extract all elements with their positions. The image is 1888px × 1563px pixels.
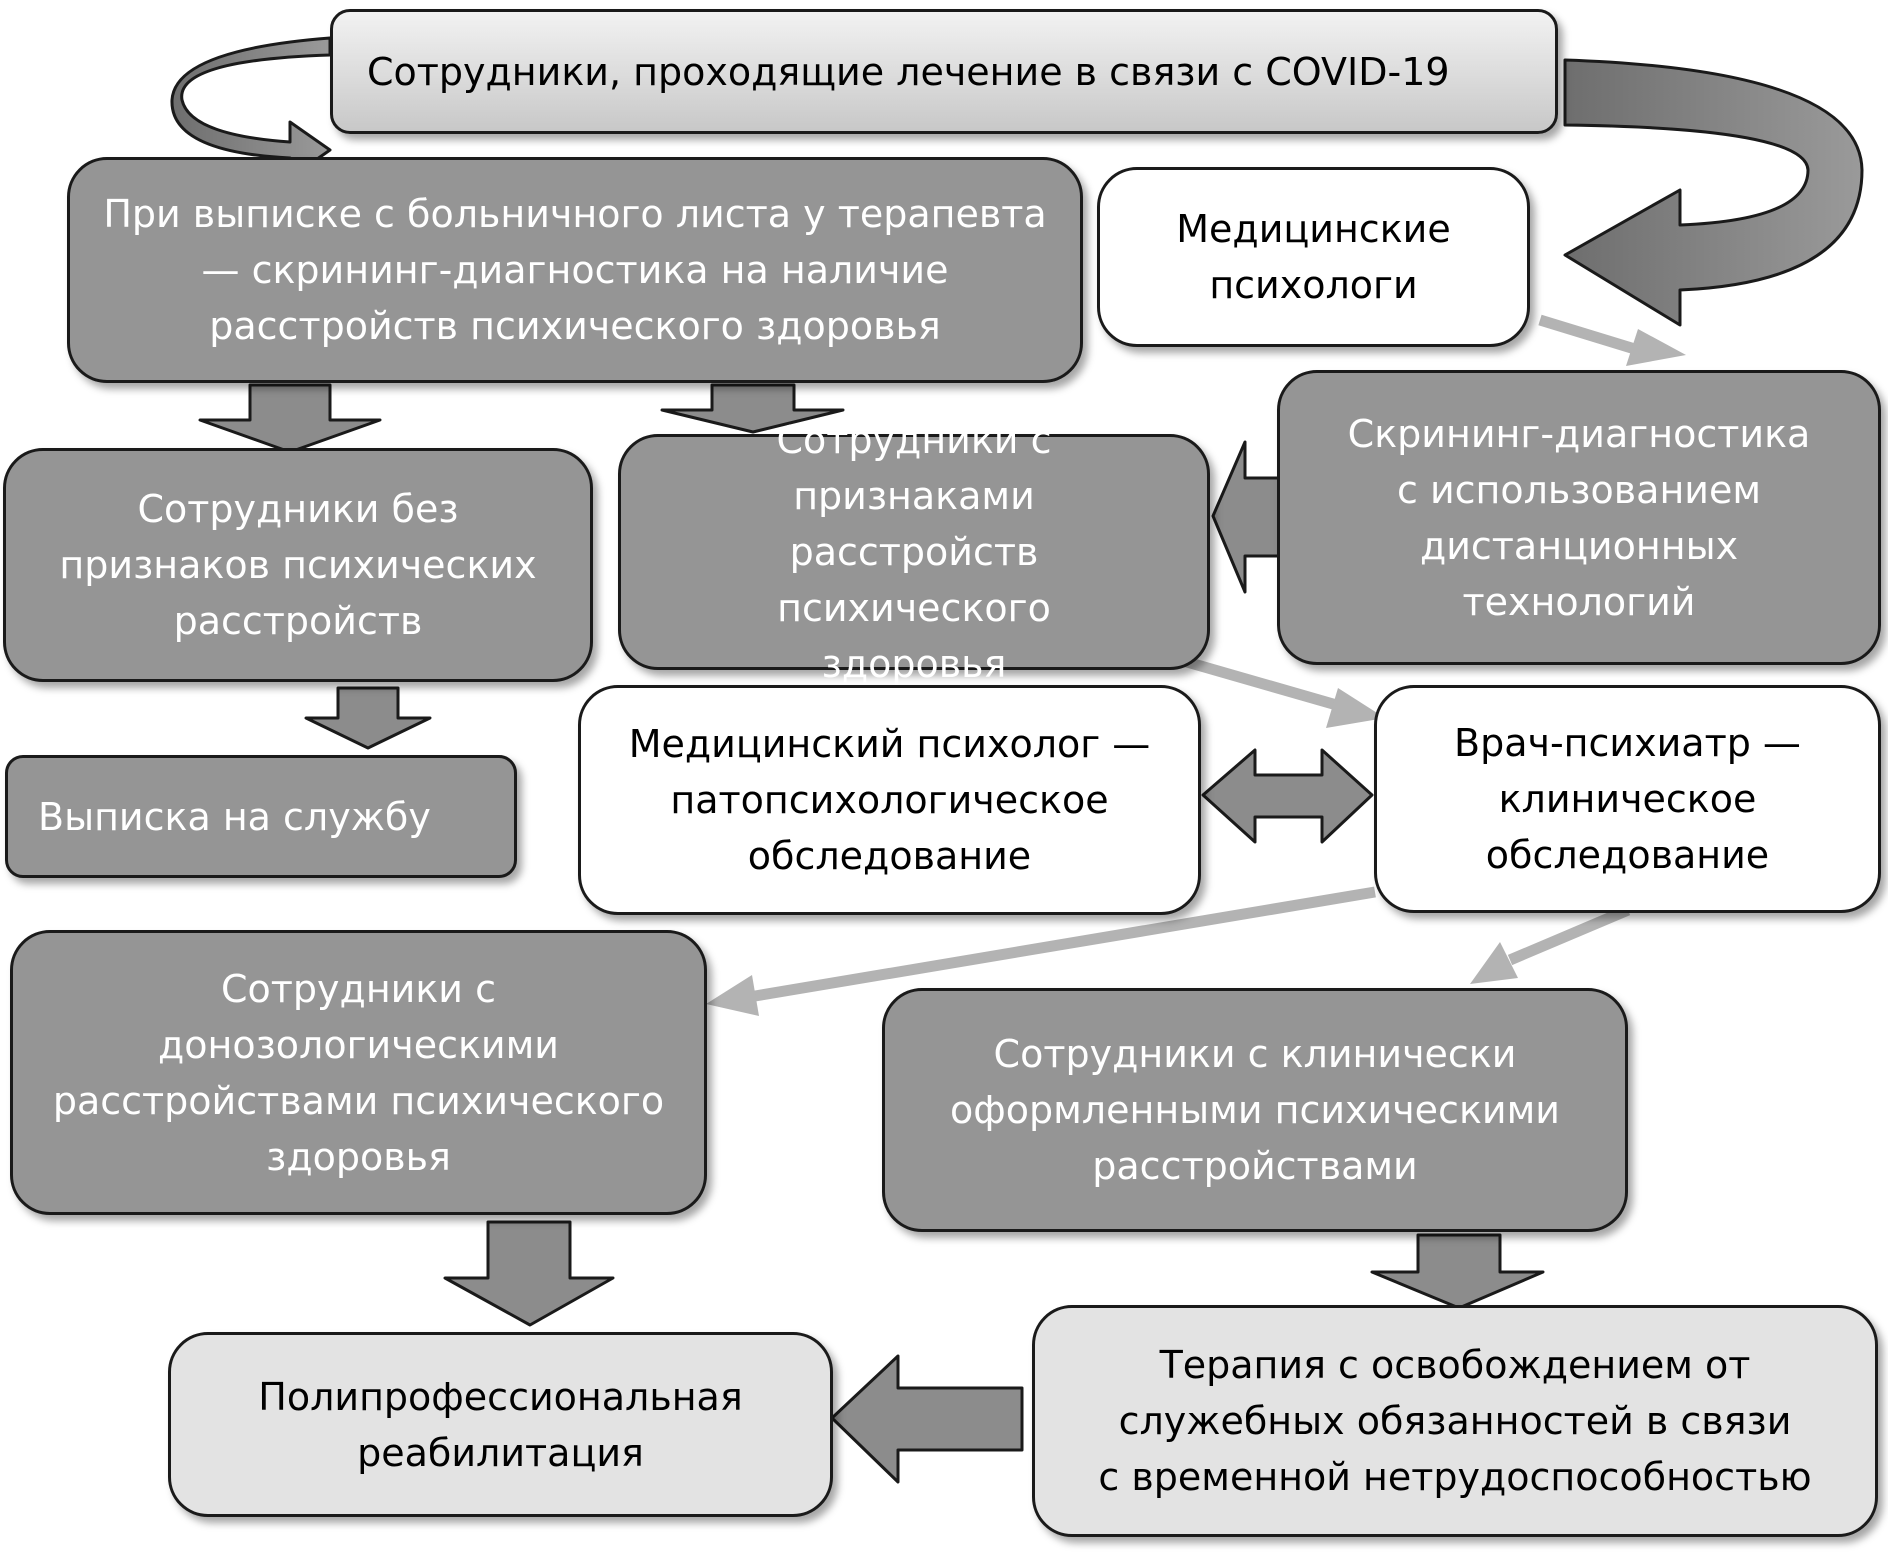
prenosological-node: Сотрудники с донозологическими расстройс…: [10, 930, 707, 1215]
medical-psychologists-label: Медицинские психологи: [1176, 207, 1451, 307]
pathopsych-exam-node: Медицинский психолог — патопсихологическ…: [578, 685, 1201, 915]
right-curved-arrow: [1563, 58, 1864, 327]
covid-patients-node: Сотрудники, проходящие лечение в связи с…: [330, 9, 1558, 134]
clinical-disorders-label: Сотрудники с клинически оформленными пси…: [950, 1032, 1560, 1188]
remote-screening-node: Скрининг-диагностика с использованием ди…: [1277, 370, 1881, 665]
arrow-down-5: [1370, 1233, 1545, 1310]
pathopsych-exam-label: Медицинский психолог — патопсихологическ…: [628, 722, 1151, 878]
psychiatrist-exam-label: Врач-психиатр — клиническое обследование: [1454, 721, 1801, 877]
multi-rehab-node: Полипрофессиональная реабилитация: [168, 1332, 833, 1517]
discharge-screening-label: При выписке с больничного листа у терапе…: [103, 192, 1047, 348]
signs-of-disorders-label: Сотрудники с признаками расстройств псих…: [776, 418, 1052, 686]
therapy-leave-label: Терапия с освобождением от служебных обя…: [1098, 1343, 1812, 1499]
no-disorders-label: Сотрудники без признаков психических рас…: [59, 487, 537, 643]
remote-screening-label: Скрининг-диагностика с использованием ди…: [1347, 411, 1811, 624]
prenosological-label: Сотрудники с донозологическими расстройс…: [52, 966, 665, 1179]
covid-patients-label: Сотрудники, проходящие лечение в связи с…: [367, 49, 1450, 94]
discharge-screening-node: При выписке с больничного листа у терапе…: [67, 157, 1083, 383]
signs-of-disorders-node: Сотрудники с признаками расстройств псих…: [618, 418, 1210, 686]
thin-arrow-psychiatrist-to-clinical: [1470, 904, 1631, 984]
psychiatrist-exam-node: Врач-психиатр — клиническое обследование: [1374, 685, 1881, 913]
clinical-disorders-node: Сотрудники с клинически оформленными пси…: [882, 988, 1628, 1232]
no-disorders-node: Сотрудники без признаков психических рас…: [3, 448, 593, 682]
arrow-down-4: [443, 1220, 615, 1327]
arrow-double: [1201, 748, 1374, 844]
arrow-left-2: [830, 1354, 1024, 1484]
thin-arrow-psychologists-to-screening: [1538, 314, 1686, 366]
multi-rehab-label: Полипрофессиональная реабилитация: [258, 1374, 743, 1475]
arrow-down-3: [304, 686, 432, 750]
return-to-duty-label: Выписка на службу: [38, 794, 431, 839]
medical-psychologists-node: Медицинские психологи: [1097, 167, 1530, 347]
arrow-down-2: [660, 383, 845, 434]
return-to-duty-node: Выписка на службу: [5, 755, 517, 878]
thin-arrow-psychiatrist-to-prenosological: [706, 886, 1376, 1016]
therapy-leave-node: Терапия с освобождением от служебных обя…: [1032, 1305, 1878, 1537]
thin-arrow-signs-to-psychiatrist: [1178, 654, 1385, 728]
arrow-left-1: [1211, 440, 1282, 594]
arrow-down-1: [198, 383, 382, 454]
